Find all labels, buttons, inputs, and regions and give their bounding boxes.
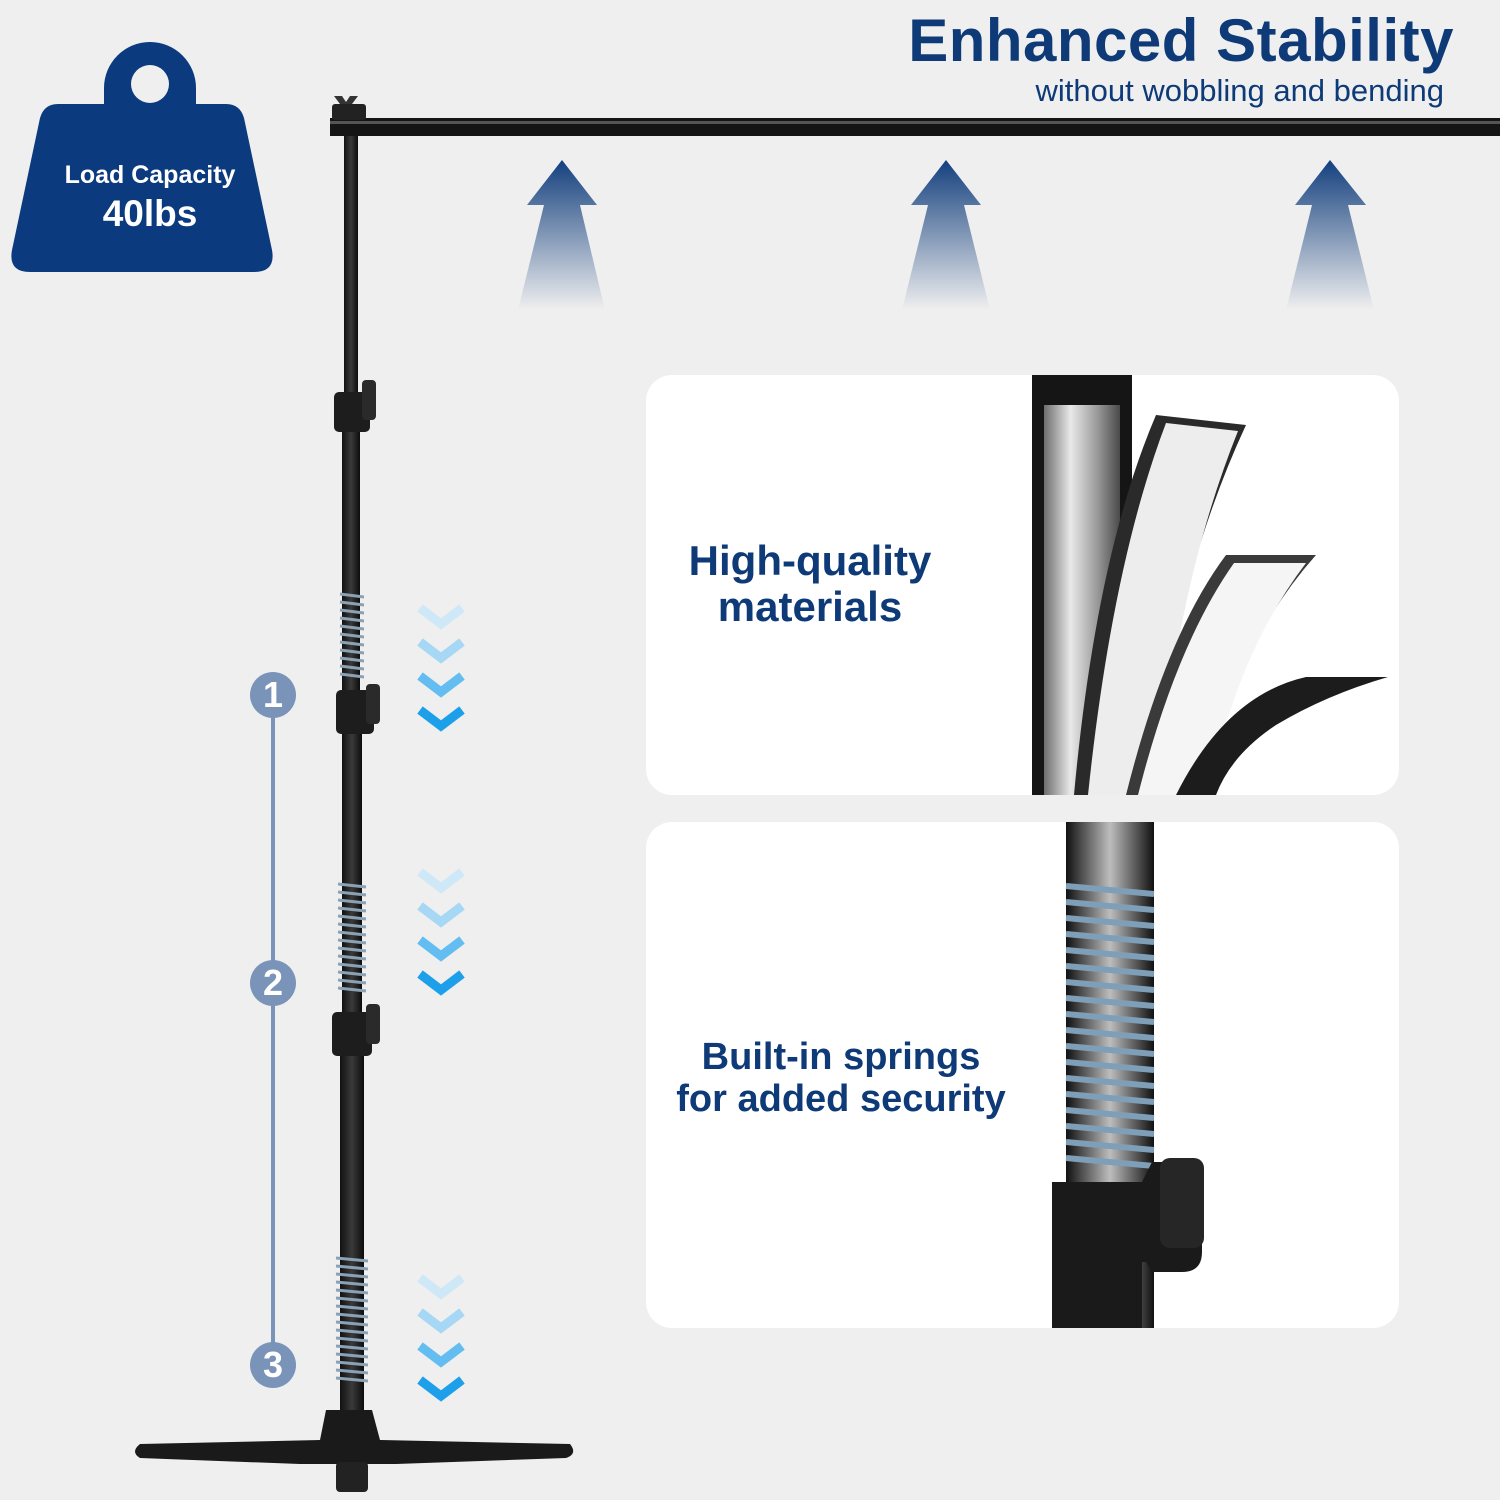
feature-label-line: Built-in springs [701, 1036, 981, 1078]
upward-arrow-icon [1286, 160, 1374, 310]
step-number: 2 [250, 960, 296, 1006]
page-subtitle: without wobbling and bending [1035, 73, 1444, 108]
upward-arrow-icon [518, 160, 605, 310]
tube-layers-icon [1032, 375, 1388, 795]
down-chevron-icon [417, 1274, 465, 1402]
spring-icon [1052, 822, 1204, 1328]
feature-card-materials [646, 375, 1399, 795]
down-chevron-icon [417, 604, 465, 732]
crossbar [330, 96, 1500, 136]
step-number: 3 [250, 1342, 296, 1388]
feature-label-line: for added security [676, 1078, 1006, 1120]
header: Enhanced Stability without wobbling and … [908, 8, 1454, 108]
weight-icon [11, 42, 273, 272]
load-capacity-value: 40lbs [102, 193, 198, 234]
feature-label-materials: High-quality materials [660, 538, 960, 630]
feature-label-line: High-quality [688, 537, 932, 584]
load-capacity-badge: Load Capacity 40lbs [30, 158, 270, 236]
load-capacity-label: Load Capacity [64, 161, 236, 189]
page-title: Enhanced Stability [908, 7, 1454, 74]
feature-label-line: materials [717, 583, 903, 630]
upward-arrow-icon [902, 160, 990, 310]
down-chevron-icon [417, 868, 465, 996]
feature-label-springs: Built-in springs for added security [656, 1036, 1026, 1120]
vertical-pole [135, 136, 574, 1492]
feature-card-springs [646, 822, 1399, 1328]
step-number: 1 [250, 672, 296, 718]
